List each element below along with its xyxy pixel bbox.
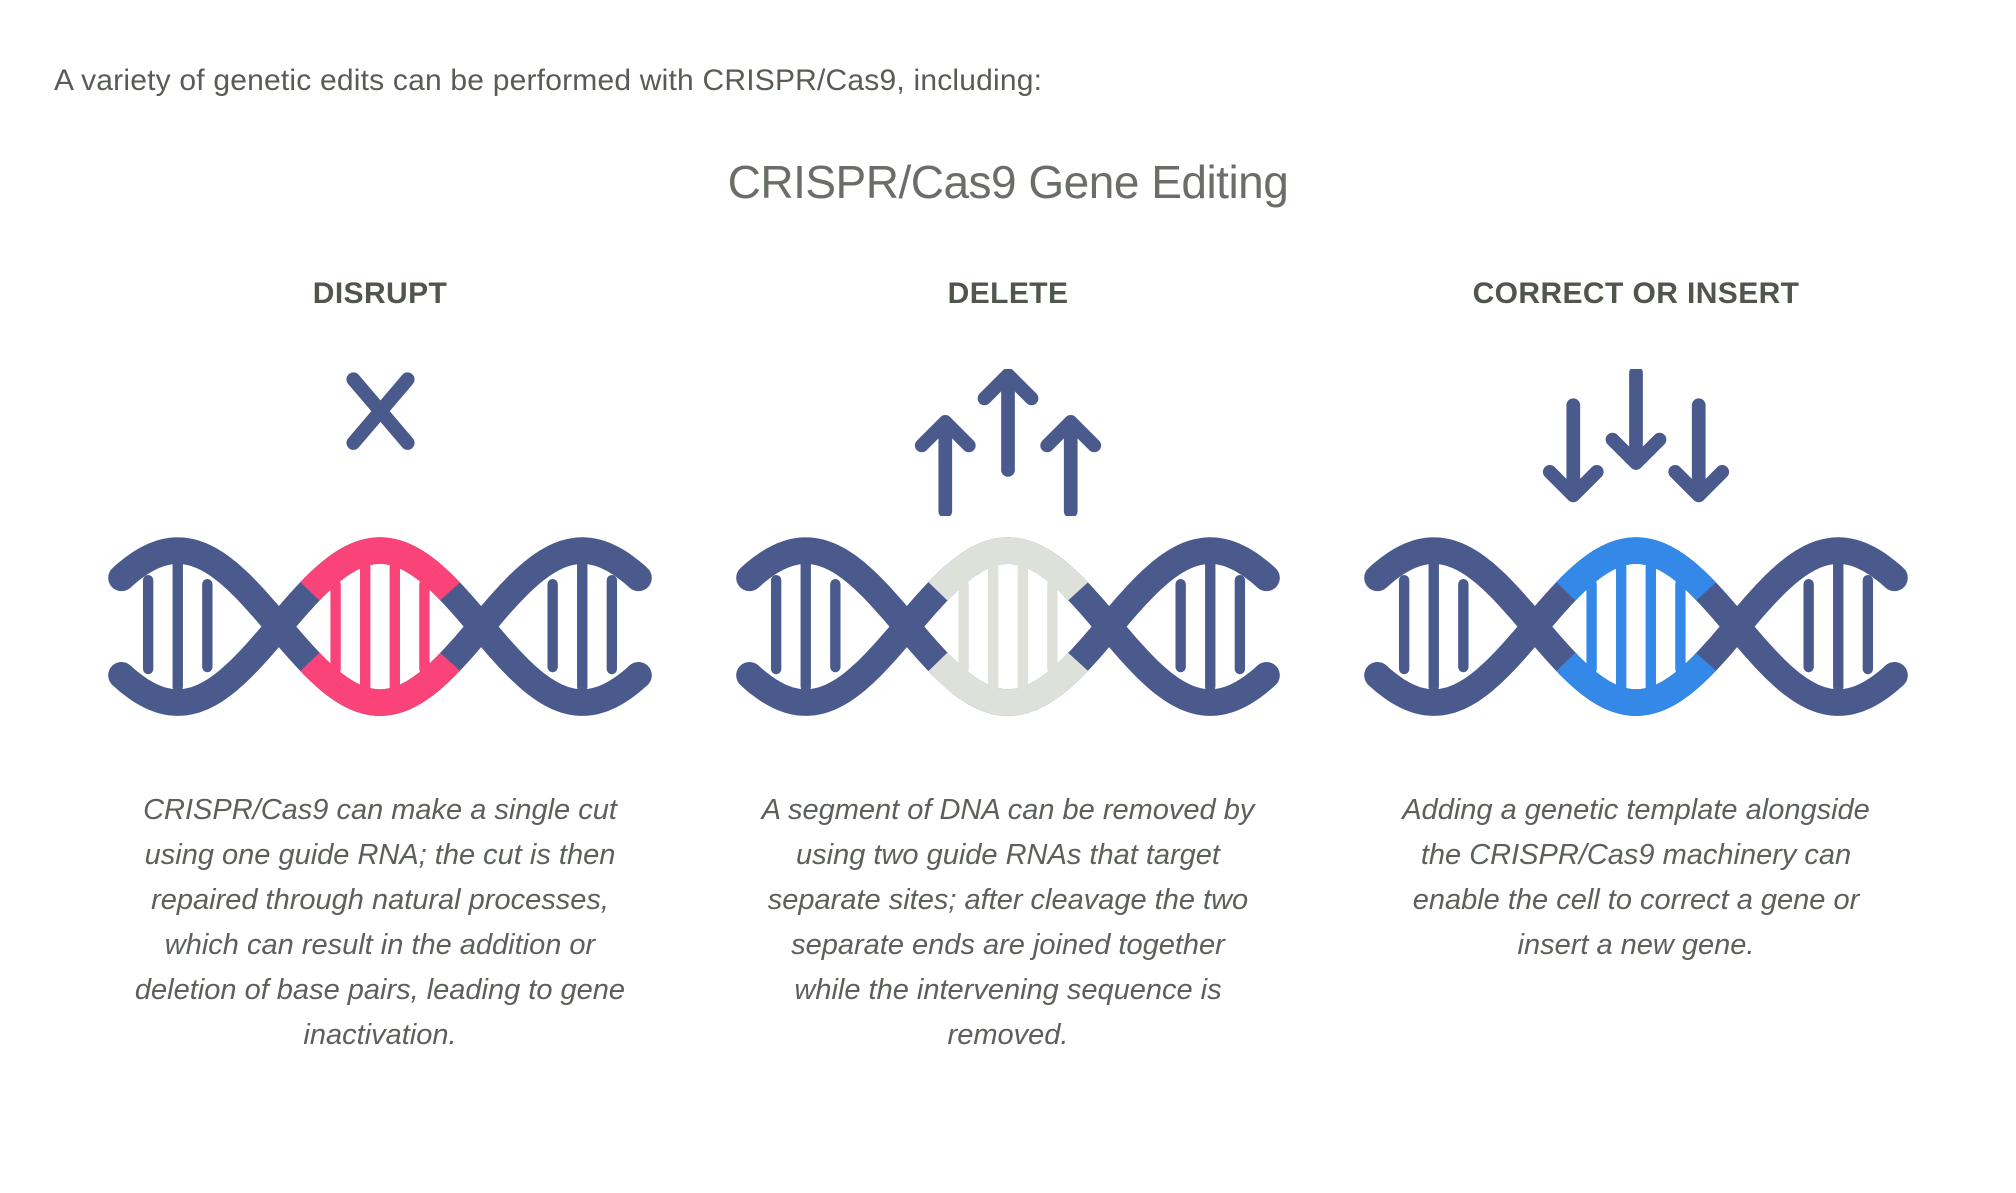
- icon-box-disrupt: [84, 369, 676, 513]
- dna-helix-correct-or-insert: [1364, 537, 1908, 716]
- panel-heading-correct-or-insert: CORRECT OR INSERT: [1472, 277, 1800, 310]
- panel-heading-delete: DELETE: [947, 277, 1069, 310]
- icon-box-correct-or-insert: [1340, 369, 1932, 513]
- arrows-up-icon: [914, 369, 1102, 516]
- arrows-down-icon: [1542, 369, 1730, 503]
- panel-description-correct-or-insert: Adding a genetic template alongside the …: [1402, 794, 1870, 962]
- page-title: CRISPR/Cas9 Gene Editing: [727, 156, 1289, 208]
- panel-correct-or-insert: CORRECT OR INSERT Adding a genetic templ…: [1340, 276, 1932, 1058]
- dna-helix-delete: [736, 537, 1280, 716]
- panel-heading-disrupt: DISRUPT: [312, 277, 448, 310]
- dna-helix-disrupt: [108, 537, 652, 716]
- x-icon: [345, 372, 415, 450]
- icon-box-delete: [712, 369, 1304, 516]
- intro-sentence: A variety of genetic edits can be perfor…: [54, 64, 1043, 97]
- panel-disrupt: DISRUPT CRISPR/Cas9 can make a single cu…: [84, 276, 676, 1058]
- panel-description-disrupt: CRISPR/Cas9 can make a single cut using …: [134, 794, 626, 1052]
- panel-delete: DELETE A segment of DNA can be removed b…: [712, 276, 1304, 1058]
- panel-description-delete: A segment of DNA can be removed by using…: [761, 794, 1255, 1052]
- panels-row: DISRUPT CRISPR/Cas9 can make a single cu…: [84, 276, 1932, 1058]
